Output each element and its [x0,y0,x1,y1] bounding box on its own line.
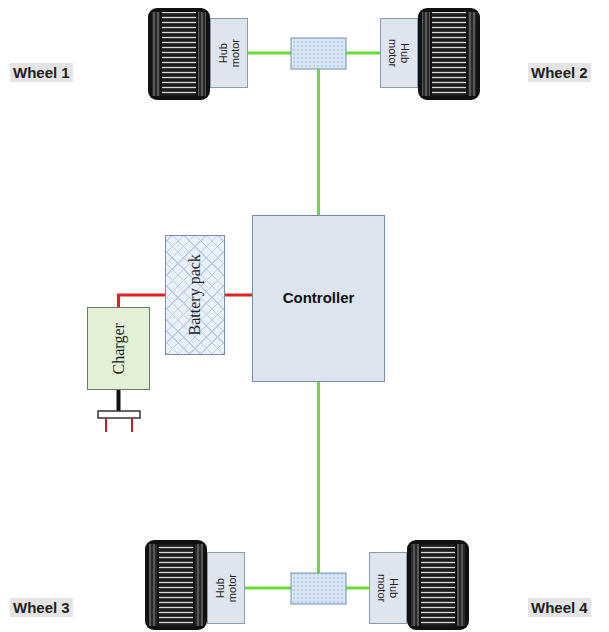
junction-box [291,38,346,69]
hub-motor-box: Hub motor [380,18,418,88]
node-text: Controller [283,290,355,307]
node-text: Hub motor [214,574,238,602]
wheel-label: Wheel 3 [10,598,73,617]
tire [148,8,210,100]
hub-motor-box: Hub motor [207,552,245,624]
tire [418,8,480,100]
node-text: Hub motor [387,39,411,67]
controller-box: Controller [252,215,385,382]
wheel-label: Wheel 2 [528,63,591,82]
tire [407,540,469,630]
battery-pack-box: Battery pack [165,235,225,355]
charger-box: Charger [87,307,150,390]
charger-plug [98,390,140,432]
junction-box [291,573,346,604]
drive-wire [319,53,381,215]
drive-wire [319,382,370,588]
power-wire [119,295,166,307]
hub-motor-box: Hub motor [369,552,407,624]
drive-wire [248,53,319,215]
node-text: Charger [110,323,128,374]
node-text: Hub motor [376,574,400,602]
hub-motor-box: Hub motor [210,18,248,88]
node-text: Hub motor [217,39,241,67]
node-text: Battery pack [186,254,204,335]
power-wire [225,294,252,297]
wheel-label: Wheel 1 [10,63,73,82]
tire [145,540,207,630]
drive-wire [245,382,319,588]
wheel-label: Wheel 4 [528,598,591,617]
